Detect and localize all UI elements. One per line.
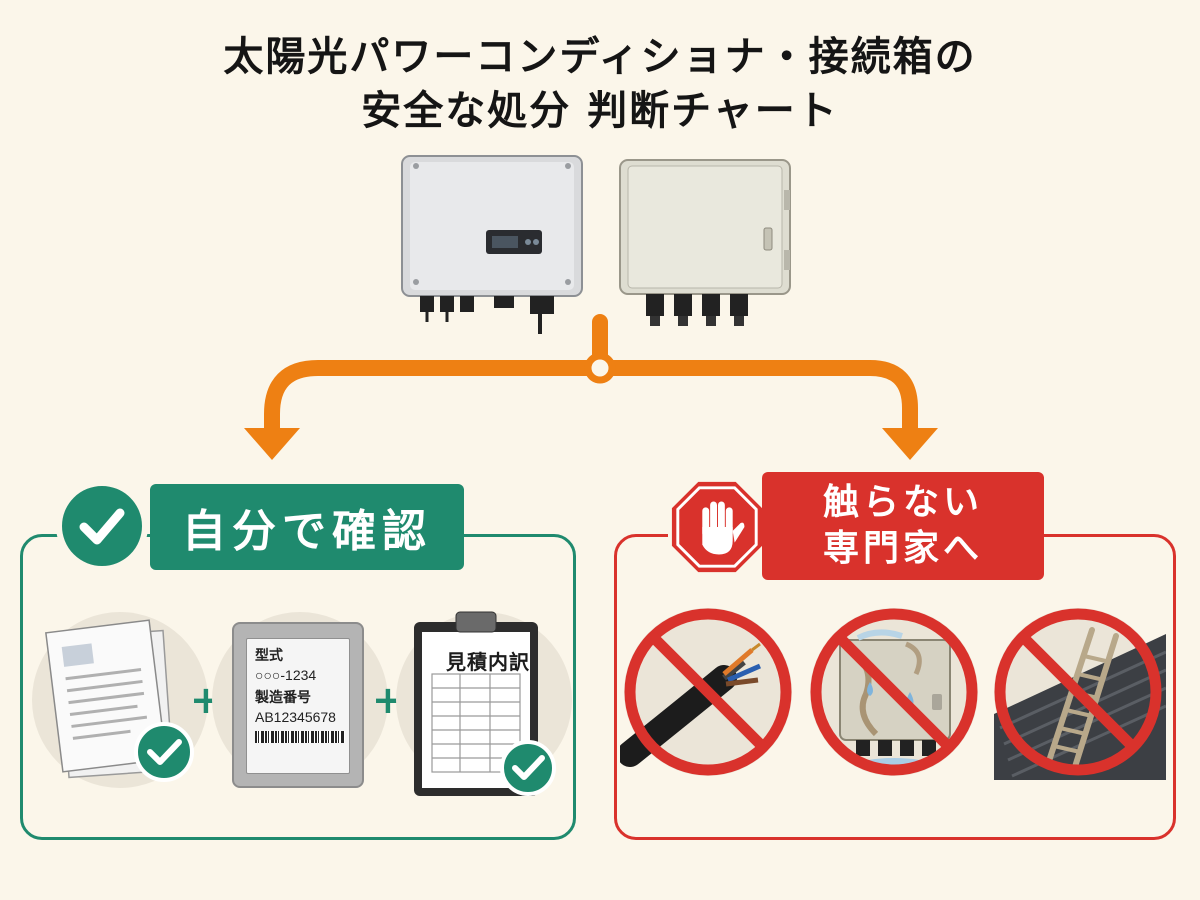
- title-line-1: 太陽光パワーコンディショナ・接続箱の: [223, 34, 977, 80]
- documents-check-icon: [45, 619, 194, 782]
- stop-hand-icon: [668, 478, 766, 576]
- nameplate-label-area: 型式 ○○○-1234 製造番号 AB12345678: [246, 638, 350, 774]
- model-label: 型式: [255, 648, 283, 664]
- branch-node: [584, 352, 616, 384]
- no-wet-box-icon: [810, 608, 978, 776]
- junction-box-icon: [619, 159, 791, 326]
- check-badge: [56, 480, 148, 572]
- serial-value: AB12345678: [255, 709, 336, 725]
- clipboard-check-icon: [414, 611, 556, 796]
- check-icon: [79, 508, 125, 545]
- no-exposed-cable-icon: [620, 608, 792, 776]
- self-check-label: 自分で確認: [150, 484, 464, 570]
- barcode-icon: [255, 731, 345, 743]
- nameplate-icon: 型式 ○○○-1234 製造番号 AB12345678: [232, 622, 364, 788]
- arrow-right-head: [882, 428, 938, 460]
- call-expert-line-1: 触らない: [822, 482, 983, 523]
- no-ladder-roof-icon: [994, 608, 1166, 780]
- arrow-left-head: [244, 428, 300, 460]
- devices-illustration: [401, 155, 791, 334]
- estimate-breakdown-title: 見積内訳: [446, 650, 530, 674]
- call-expert-line-2: 専門家へ: [822, 528, 983, 569]
- power-conditioner-icon: [401, 155, 583, 334]
- page-title: 太陽光パワーコンディショナ・接続箱の 安全な処分 判断チャート: [0, 30, 1200, 138]
- title-line-2: 安全な処分 判断チャート: [361, 88, 839, 134]
- call-expert-label: 触らない 専門家へ: [762, 472, 1044, 580]
- model-value: ○○○-1234: [255, 667, 317, 683]
- serial-label: 製造番号: [255, 690, 311, 706]
